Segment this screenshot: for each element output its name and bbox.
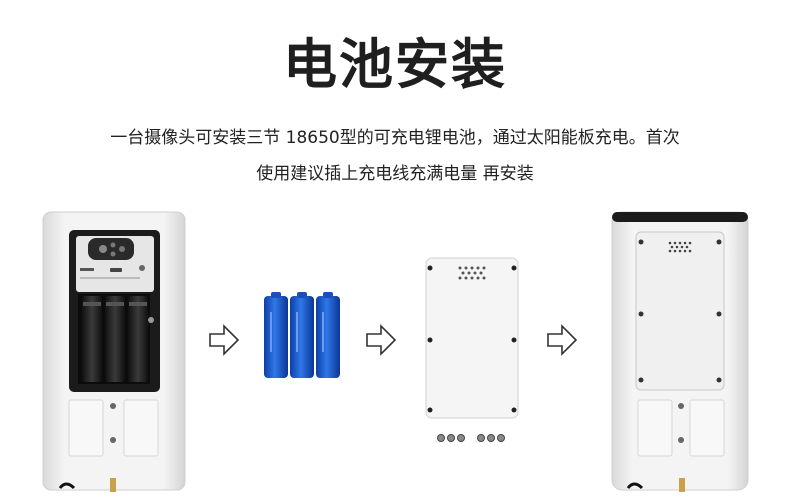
installation-diagram bbox=[42, 211, 749, 492]
battery-slot bbox=[105, 296, 125, 382]
battery-slot bbox=[82, 296, 102, 382]
connector-icon bbox=[88, 238, 134, 260]
battery-icon bbox=[290, 292, 314, 378]
speaker-grille-icon bbox=[668, 241, 692, 253]
camera-open-battery-bay bbox=[42, 211, 186, 492]
arrow-right-icon bbox=[209, 324, 240, 356]
arrow-right-icon bbox=[366, 324, 397, 356]
battery-icon bbox=[264, 292, 288, 378]
back-cover bbox=[425, 257, 519, 442]
battery-icon bbox=[316, 292, 340, 378]
description-line-1: 一台摄像头可安装三节 18650型的可充电锂电池，通过太阳能板充电。首次 bbox=[110, 128, 680, 148]
camera-closed bbox=[611, 211, 749, 492]
screws-icon bbox=[437, 434, 505, 442]
page-title: 电池安装 bbox=[283, 33, 507, 96]
battery-slot bbox=[128, 296, 148, 382]
speaker-grille-icon bbox=[458, 266, 486, 280]
description-line-2: 使用建议插上充电线充满电量 再安装 bbox=[256, 164, 534, 184]
batteries bbox=[264, 292, 340, 378]
arrow-right-icon bbox=[547, 324, 578, 356]
